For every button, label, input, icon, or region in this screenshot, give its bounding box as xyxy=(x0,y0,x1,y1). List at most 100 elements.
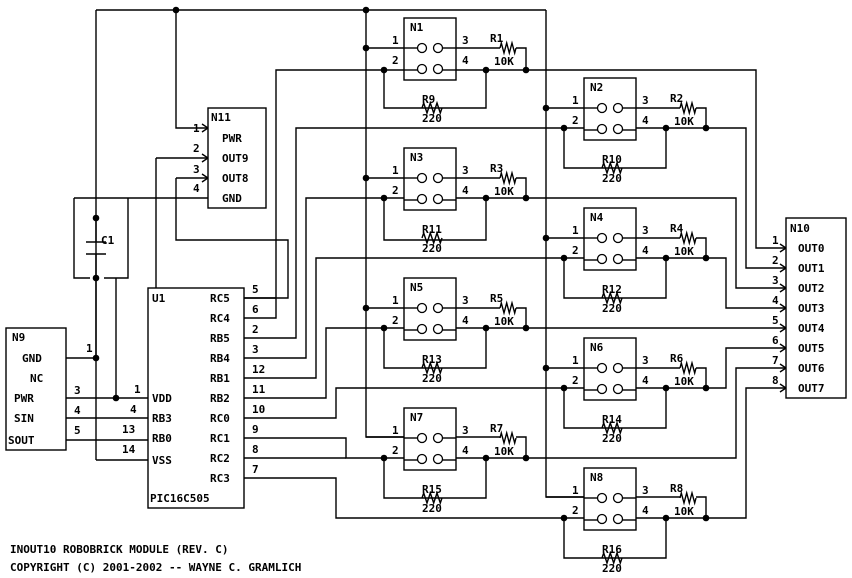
resistor-name: R1 xyxy=(490,32,504,45)
n10-signal: OUT3 xyxy=(798,302,825,315)
jumper-pin-hole xyxy=(596,513,608,525)
jumper-pin-hole xyxy=(596,232,608,244)
resistor-value: 220 xyxy=(422,112,442,125)
resistor-value: 220 xyxy=(422,502,442,515)
resistor-value: 10K xyxy=(674,505,694,518)
u1-name: U1 xyxy=(152,292,166,305)
resistor-value: 220 xyxy=(602,172,622,185)
n9-signal: NC xyxy=(30,372,43,385)
jumper-pin-number: 2 xyxy=(572,504,579,517)
u1-pin-signal: RB2 xyxy=(210,392,230,405)
jumper-pin-hole xyxy=(612,383,624,395)
u1-pin-number: 13 xyxy=(122,423,135,436)
u1-pin-signal: RB4 xyxy=(210,352,230,365)
resistor-value: 220 xyxy=(422,372,442,385)
jumper-pin-number: 4 xyxy=(462,54,469,67)
resistor-zigzag xyxy=(499,170,517,186)
u1-pin-signal: VDD xyxy=(152,392,172,405)
resistor-name: R4 xyxy=(670,222,684,235)
n10-signal: OUT1 xyxy=(798,262,825,275)
n11-signal: OUT8 xyxy=(222,172,249,185)
u1-pin-signal: RC4 xyxy=(210,312,230,325)
jumper-name: N3 xyxy=(410,151,423,164)
n10-name: N10 xyxy=(790,222,810,235)
resistor-zigzag xyxy=(679,230,697,246)
resistor-name: R8 xyxy=(670,482,683,495)
jumper-pin-hole xyxy=(612,362,624,374)
jumper-pin-number: 1 xyxy=(572,484,579,497)
jumper-pin-hole xyxy=(432,63,444,75)
u1-part: PIC16C505 xyxy=(150,492,210,505)
jumper-pin-hole xyxy=(432,172,444,184)
resistor-value: 10K xyxy=(494,445,514,458)
n11-pin: 3 xyxy=(193,163,200,176)
jumper-pin-hole xyxy=(416,42,428,54)
u1-pin-signal: RB0 xyxy=(152,432,172,445)
jumper-pin-number: 2 xyxy=(572,244,579,257)
resistor-name: R10 xyxy=(602,153,622,166)
n11-signal: GND xyxy=(222,192,242,205)
jumper-pin-number: 3 xyxy=(462,294,469,307)
n9-pin: 4 xyxy=(74,404,81,417)
n11-name: N11 xyxy=(211,111,231,124)
jumper-name: N6 xyxy=(590,341,604,354)
u1-pin-number: 8 xyxy=(252,443,259,456)
n10-signal: OUT0 xyxy=(798,242,825,255)
jumper-pin-number: 2 xyxy=(572,114,579,127)
jumper-pin-number: 1 xyxy=(572,354,579,367)
resistor-name: R11 xyxy=(422,223,442,236)
n10-pin: 4 xyxy=(772,294,779,307)
resistor-value: 10K xyxy=(674,375,694,388)
jumper-pin-number: 4 xyxy=(462,314,469,327)
jumper-pin-number: 4 xyxy=(642,504,649,517)
u1-pin-signal: RC2 xyxy=(210,452,230,465)
jumper-pin-hole xyxy=(612,123,624,135)
u1-pin-signal: RB3 xyxy=(152,412,172,425)
title-line: INOUT10 ROBOBRICK MODULE (REV. C) xyxy=(10,543,229,556)
jumper-pin-number: 1 xyxy=(392,34,399,47)
jumper-pin-hole xyxy=(416,63,428,75)
jumper-pin-number: 3 xyxy=(462,34,469,47)
junction-dots xyxy=(92,6,710,522)
jumper-pin-hole xyxy=(432,323,444,335)
n10-pin: 5 xyxy=(772,314,779,327)
n10-pin: 6 xyxy=(772,334,779,347)
u1-pin-number: 14 xyxy=(122,443,136,456)
n9-signal: GND xyxy=(22,352,42,365)
n10-pin: 3 xyxy=(772,274,779,287)
resistor-value: 10K xyxy=(494,185,514,198)
jumper-pin-number: 3 xyxy=(462,164,469,177)
resistor-zigzag xyxy=(499,40,517,56)
n10-arrow-marks xyxy=(779,243,788,393)
resistor-name: R6 xyxy=(670,352,684,365)
u1-pin-number: 5 xyxy=(252,283,259,296)
jumper-name: N5 xyxy=(410,281,423,294)
u1-chip: U1 PIC16C505 VDD RB3 RB0 VSS 1 4 13 14 R… xyxy=(122,283,346,509)
resistor-zigzag xyxy=(679,360,697,376)
u1-pin-number: 12 xyxy=(252,363,265,376)
jumper-pin-hole xyxy=(432,42,444,54)
jumper-pin-hole xyxy=(612,253,624,265)
jumper-pin-hole xyxy=(612,232,624,244)
resistor-zigzag xyxy=(421,230,443,246)
u1-pin-signal: RC0 xyxy=(210,412,230,425)
resistor-value: 10K xyxy=(494,315,514,328)
n9-signal: PWR xyxy=(14,392,34,405)
n11-signal: PWR xyxy=(222,132,242,145)
jumper-name: N8 xyxy=(590,471,603,484)
u1-pin-signal: RB1 xyxy=(210,372,230,385)
resistor-name: R13 xyxy=(422,353,442,366)
resistor-value: 10K xyxy=(674,115,694,128)
u1-pin-number: 11 xyxy=(252,383,266,396)
n9-pin: 5 xyxy=(74,424,81,437)
jumper-pin-number: 2 xyxy=(392,444,399,457)
resistor-name: R14 xyxy=(602,413,622,426)
jumper-pin-number: 1 xyxy=(392,424,399,437)
jumper-pin-hole xyxy=(596,253,608,265)
jumper-pin-number: 1 xyxy=(392,164,399,177)
u1-pin-number: 3 xyxy=(252,343,259,356)
n11-pin: 1 xyxy=(193,122,200,135)
resistor-value: 220 xyxy=(602,302,622,315)
